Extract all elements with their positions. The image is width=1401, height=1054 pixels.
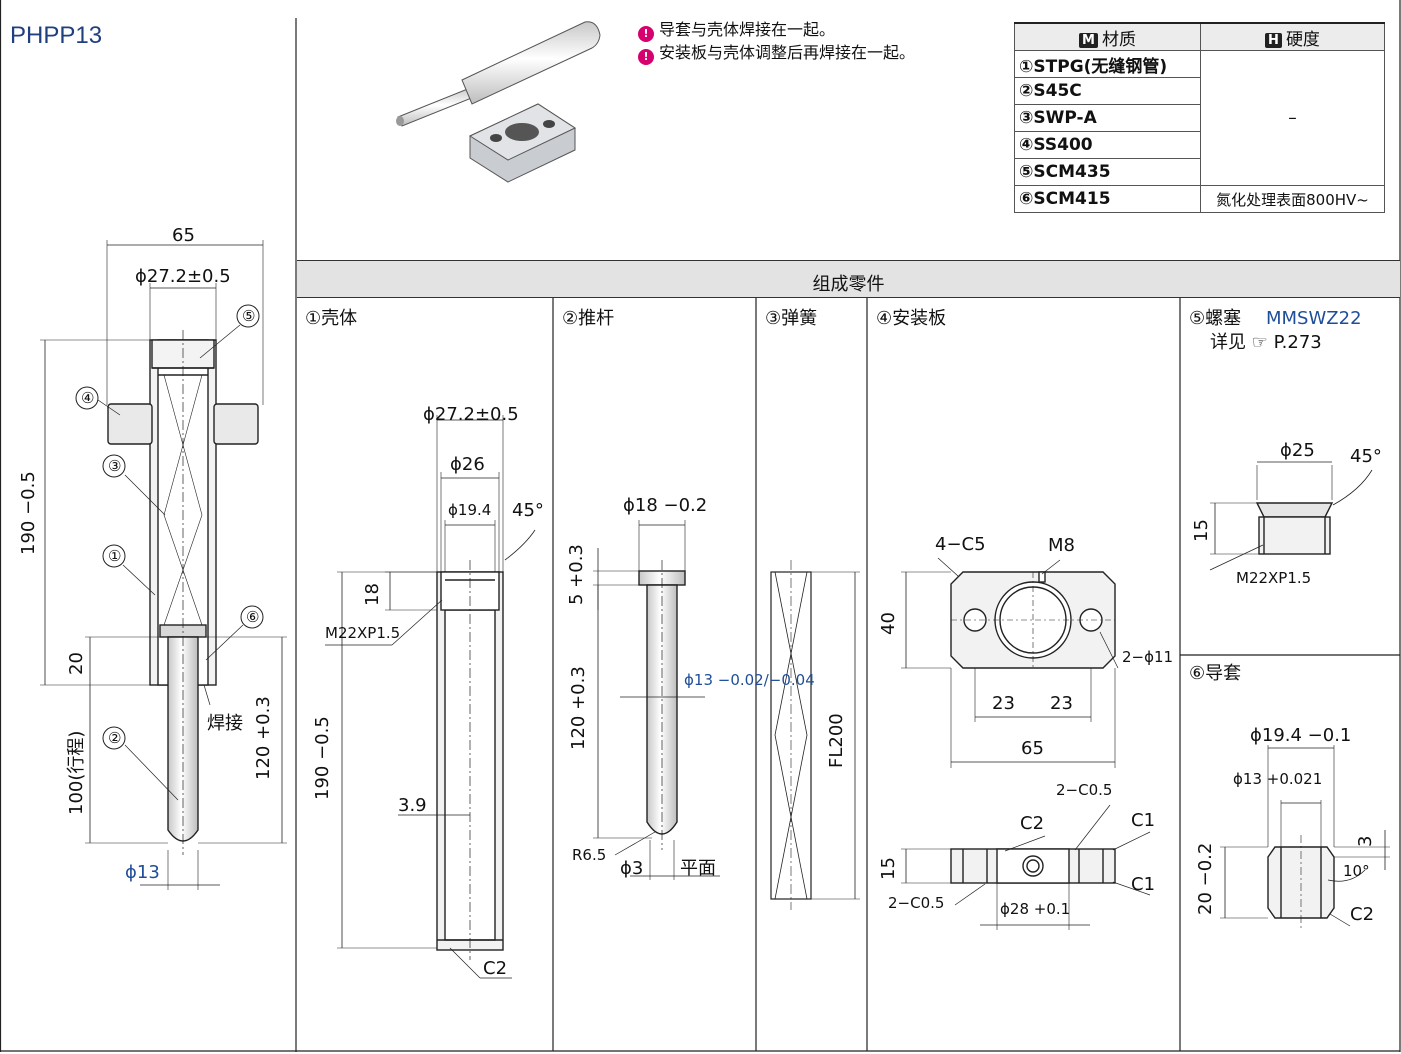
dim-shell-thread: M22XP1.5 xyxy=(325,624,401,642)
dim-rod-5: 5 +0.3 xyxy=(566,544,587,605)
dim-plug-d25: ϕ25 xyxy=(1280,440,1315,461)
dim-assembly-100: 100(行程) xyxy=(66,730,87,815)
dim-bushing-20: 20 −0.2 xyxy=(1195,842,1216,915)
section-plug: ⑤螺塞 xyxy=(1189,308,1242,329)
components-header: 组成零件 xyxy=(297,260,1400,298)
section-mounting-plate: ④安装板 xyxy=(876,308,947,329)
dim-assembly-20: 20 xyxy=(66,652,87,675)
mounting-plate-view xyxy=(901,557,1151,930)
dim-shell-190: 190 −0.5 xyxy=(312,716,333,800)
dim-shell-c2: C2 xyxy=(483,958,508,979)
dim-plate-m8: M8 xyxy=(1048,535,1075,556)
dim-rod-r65: R6.5 xyxy=(572,846,607,864)
dim-assembly-65: 65 xyxy=(172,225,195,246)
dim-rod-120: 120 +0.3 xyxy=(568,666,589,750)
dim-bushing-c2: C2 xyxy=(1350,904,1375,925)
dim-assembly-d13: ϕ13 xyxy=(125,862,160,883)
dim-plate-c05a: 2−C0.5 xyxy=(1056,781,1113,799)
weld-label: 焊接 xyxy=(207,713,243,734)
dim-plate-d11: 2−ϕ11 xyxy=(1122,648,1174,666)
callout-2: ② xyxy=(108,729,122,747)
plug-code-link[interactable]: MMSWZ22 xyxy=(1266,308,1362,329)
product-photo xyxy=(396,21,601,183)
section-guide-bushing: ⑥导套 xyxy=(1189,663,1242,684)
dim-shell-d272: ϕ27.2±0.5 xyxy=(423,404,519,425)
dim-shell-45: 45° xyxy=(512,500,544,521)
push-rod-view xyxy=(593,520,720,880)
dim-assembly-120: 120 +0.3 xyxy=(253,696,274,780)
info-icon: ! xyxy=(638,49,654,65)
material-cell: ③SWP-A xyxy=(1014,104,1201,132)
note-2: !安装板与壳体调整后再焊接在一起。 xyxy=(638,45,915,65)
dim-bushing-d13: ϕ13 +0.021 xyxy=(1233,770,1323,788)
callout-6: ⑥ xyxy=(246,608,260,626)
material-cell: ⑥SCM415 xyxy=(1014,185,1201,213)
section-spring: ③弹簧 xyxy=(765,308,818,329)
dim-bushing-10: 10° xyxy=(1343,862,1370,880)
hardness-cell: 氮化处理表面800HV~ xyxy=(1200,185,1385,213)
dim-rod-d3: ϕ3 xyxy=(620,858,644,879)
plug-reference: 详见 ☞ P.273 xyxy=(1210,332,1322,353)
callout-5: ⑤ xyxy=(242,307,256,325)
section-shell: ①壳体 xyxy=(305,308,358,329)
pointing-hand-icon: ☞ xyxy=(1251,332,1268,353)
dim-plate-23a: 23 xyxy=(992,693,1015,714)
dim-bushing-d194: ϕ19.4 −0.1 xyxy=(1250,725,1352,746)
material-cell: ②S45C xyxy=(1014,77,1201,105)
dim-plate-c5: 4−C5 xyxy=(935,534,986,555)
dim-shell-d194: ϕ19.4 xyxy=(448,501,492,519)
dim-spring-fl: FL200 xyxy=(826,713,847,768)
dim-plate-15: 15 xyxy=(878,857,899,880)
dim-plate-c05b: 2−C0.5 xyxy=(888,894,945,912)
callout-1: ① xyxy=(108,547,122,565)
dim-plug-thread: M22XP1.5 xyxy=(1236,569,1312,587)
dim-bushing-3: 3 xyxy=(1355,835,1376,847)
callout-3: ③ xyxy=(108,457,122,475)
material-cell: ④SS400 xyxy=(1014,131,1201,159)
dim-plate-40: 40 xyxy=(878,612,899,635)
material-cell: ⑤SCM435 xyxy=(1014,158,1201,186)
hardness-cell: – xyxy=(1200,50,1385,186)
hardness-badge: H xyxy=(1265,32,1282,48)
dim-shell-39: 3.9 xyxy=(398,795,427,816)
callout-4: ④ xyxy=(81,389,95,407)
dim-rod-d13: ϕ13 −0.02/−0.04 xyxy=(684,671,815,689)
dim-plate-65: 65 xyxy=(1021,738,1044,759)
assembly-view xyxy=(40,240,287,890)
dim-plate-d28: ϕ28 +0.1 xyxy=(1000,900,1071,918)
info-icon: ! xyxy=(638,26,654,42)
dim-assembly-190: 190 −0.5 xyxy=(18,471,39,555)
section-push-rod: ②推杆 xyxy=(562,308,615,329)
dim-plate-23b: 23 xyxy=(1050,693,1073,714)
plug-view xyxy=(1209,461,1373,571)
dim-plate-c1b: C1 xyxy=(1131,874,1156,895)
dim-rod-d18: ϕ18 −0.2 xyxy=(623,495,708,516)
dim-rod-flat: 平面 xyxy=(680,858,716,879)
dim-plug-15: 15 xyxy=(1191,519,1212,542)
dim-shell-d26: ϕ26 xyxy=(450,454,485,475)
dim-plug-45: 45° xyxy=(1350,446,1382,467)
dim-plate-c2: C2 xyxy=(1020,813,1045,834)
dim-plate-c1a: C1 xyxy=(1131,810,1156,831)
dim-assembly-d272: ϕ27.2±0.5 xyxy=(135,266,231,287)
page-reference-link[interactable]: P.273 xyxy=(1273,332,1322,353)
spring-view xyxy=(770,560,860,910)
material-cell: ①STPG(无缝钢管) xyxy=(1014,50,1201,78)
note-1: !导套与壳体焊接在一起。 xyxy=(638,22,835,42)
material-badge: M xyxy=(1079,32,1098,48)
dim-shell-18: 18 xyxy=(362,583,383,606)
shell-view xyxy=(325,415,536,979)
guide-bushing-view xyxy=(1220,745,1390,930)
page-title: PHPP13 xyxy=(10,22,103,49)
